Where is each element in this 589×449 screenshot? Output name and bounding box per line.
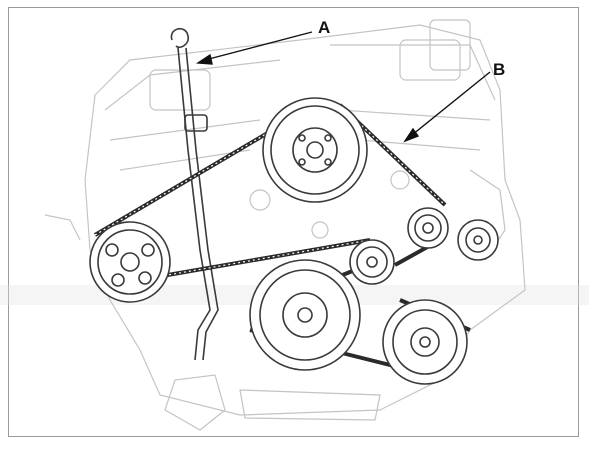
oil-dipstick <box>170 28 219 361</box>
power-steering-pulley <box>89 221 171 303</box>
callout-b-label: B <box>493 60 506 79</box>
idler-pulley-center <box>349 239 395 285</box>
alternator-pulley <box>457 219 499 261</box>
crankshaft-pulley-top <box>262 97 368 203</box>
callout-leaders <box>195 31 491 143</box>
callout-a-label: A <box>318 18 331 37</box>
crankshaft-pulley-bottom <box>249 259 361 371</box>
tensioner-pulley <box>407 207 449 249</box>
ac-compressor-pulley <box>382 299 468 385</box>
